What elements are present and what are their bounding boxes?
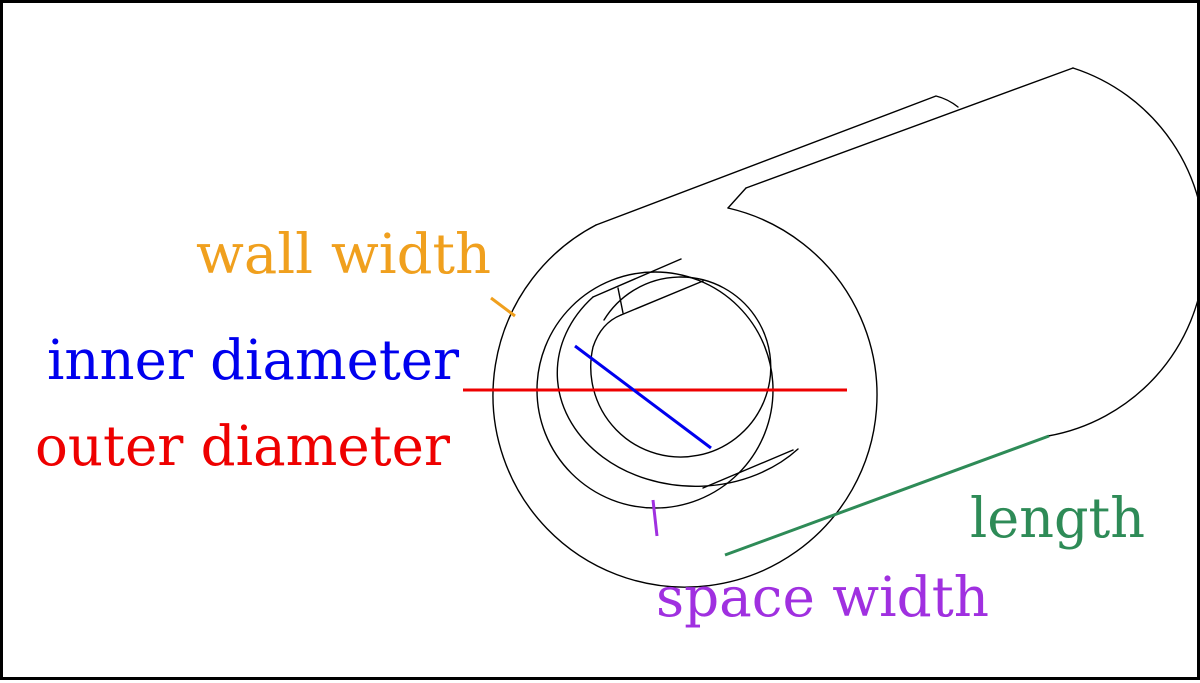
- space-width-label: space width: [656, 565, 989, 629]
- inner-diameter-line: [574, 344, 712, 450]
- tube-back-outer-curve: [1047, 67, 1200, 437]
- length-line: [724, 434, 1050, 557]
- inner-sheet-fold: [617, 287, 624, 314]
- tube-top-edge-inner: [595, 95, 959, 226]
- tube-top-edge-outer: [745, 67, 1074, 189]
- spiral-inner-turn: [590, 276, 772, 458]
- rolled-tube-diagram: wall width inner diameter outer diameter…: [35, 67, 1200, 629]
- sheet-edge-step: [727, 187, 747, 209]
- space-width-line: [651, 499, 659, 537]
- wall-width-label: wall width: [196, 222, 491, 286]
- inner-sheet-edge-c: [702, 449, 794, 489]
- wall-width-line: [490, 296, 516, 318]
- inner-sheet-edge-a: [592, 258, 682, 298]
- outer-diameter-label: outer diameter: [35, 414, 451, 478]
- length-label: length: [970, 486, 1145, 550]
- inner-sheet-edge-b: [620, 280, 704, 316]
- inner-diameter-label: inner diameter: [47, 328, 460, 392]
- spiral-outer-turn: [492, 207, 878, 588]
- spiral-third-turn: [556, 296, 799, 487]
